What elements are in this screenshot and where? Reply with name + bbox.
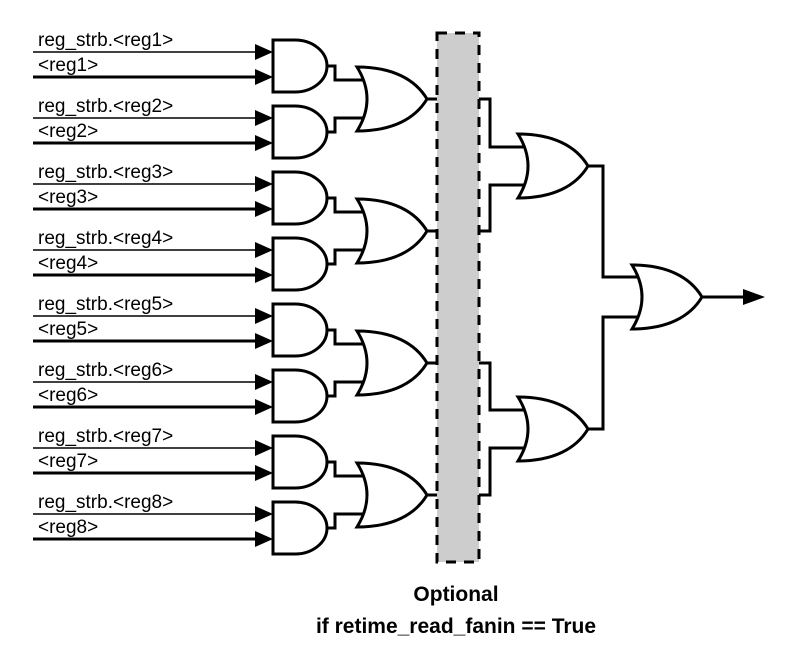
strobe-label: reg_strb.<reg4>	[38, 228, 173, 249]
and-gate-3	[271, 170, 329, 226]
and-gate-6	[271, 368, 329, 424]
reg-label: <reg5>	[38, 319, 98, 340]
reg-label: <reg3>	[38, 187, 98, 208]
and-gate-7	[271, 434, 329, 490]
arrowhead-icon	[255, 267, 273, 283]
wire	[588, 164, 646, 279]
reg-label: <reg4>	[38, 253, 98, 274]
or-gate-1c	[355, 329, 429, 397]
arrowhead-icon	[255, 44, 273, 60]
arrowhead-icon	[255, 465, 273, 481]
arrowhead-icon	[255, 333, 273, 349]
strobe-label: reg_strb.<reg1>	[38, 30, 173, 51]
arrowhead-icon	[743, 289, 765, 305]
input-row-4: reg_strb.<reg4> <reg4>	[33, 228, 273, 283]
input-row-6: reg_strb.<reg6> <reg6>	[33, 360, 273, 415]
or-gate-2b	[516, 395, 590, 463]
wire	[588, 315, 646, 431]
wire	[327, 196, 372, 214]
arrowhead-icon	[255, 440, 273, 456]
stage2-to-final-wires	[588, 164, 646, 431]
optional-caption: Optional if retime_read_fanin == True	[316, 583, 596, 638]
arrowhead-icon	[255, 176, 273, 192]
and-gates	[271, 38, 329, 556]
reg-label: <reg6>	[38, 385, 98, 406]
input-row-5: reg_strb.<reg5> <reg5>	[33, 294, 273, 349]
wire	[327, 460, 372, 478]
or-gate-1b	[355, 197, 429, 265]
wire	[327, 116, 372, 134]
or-gate-2a	[516, 132, 590, 200]
input-row-8: reg_strb.<reg8> <reg8>	[33, 492, 273, 547]
and-to-or-wires	[327, 64, 372, 530]
strobe-label: reg_strb.<reg7>	[38, 426, 173, 447]
input-row-7: reg_strb.<reg7> <reg7>	[33, 426, 273, 481]
optional-retime-region	[435, 31, 481, 564]
arrowhead-icon	[255, 242, 273, 258]
input-row-2: reg_strb.<reg2> <reg2>	[33, 96, 273, 151]
and-gate-5	[271, 302, 329, 358]
arrowhead-icon	[255, 531, 273, 547]
strobe-label: reg_strb.<reg2>	[38, 96, 173, 117]
and-gate-2	[271, 104, 329, 160]
or-gate-1a	[355, 65, 429, 133]
final-output	[702, 289, 765, 305]
caption-line-2: if retime_read_fanin == True	[316, 615, 596, 638]
arrowhead-icon	[255, 135, 273, 151]
wire	[327, 64, 372, 82]
wire	[327, 248, 372, 266]
arrowhead-icon	[255, 110, 273, 126]
reg-label: <reg1>	[38, 55, 98, 76]
or-gates-stage2	[516, 132, 590, 463]
strobe-label: reg_strb.<reg5>	[38, 294, 173, 315]
wire	[327, 328, 372, 346]
reg-label: <reg8>	[38, 517, 98, 538]
and-gate-8	[271, 500, 329, 556]
wire	[327, 512, 372, 530]
strobe-label: reg_strb.<reg8>	[38, 492, 173, 513]
arrowhead-icon	[255, 506, 273, 522]
arrowhead-icon	[255, 399, 273, 415]
or-gate-1d	[355, 461, 429, 529]
input-row-3: reg_strb.<reg3> <reg3>	[33, 162, 273, 217]
strobe-label: reg_strb.<reg6>	[38, 360, 173, 381]
arrowhead-icon	[255, 69, 273, 85]
and-gate-4	[271, 236, 329, 292]
arrowhead-icon	[255, 308, 273, 324]
or-gates-stage1	[355, 65, 429, 529]
arrowhead-icon	[255, 201, 273, 217]
reg-label: <reg2>	[38, 121, 98, 142]
wire	[327, 380, 372, 398]
arrowhead-icon	[255, 374, 273, 390]
caption-line-1: Optional	[413, 583, 498, 606]
input-row-1: reg_strb.<reg1> <reg1>	[33, 30, 273, 85]
reg-label: <reg7>	[38, 451, 98, 472]
or-gate-final	[630, 263, 704, 331]
and-gate-1	[271, 38, 329, 94]
strobe-label: reg_strb.<reg3>	[38, 162, 173, 183]
